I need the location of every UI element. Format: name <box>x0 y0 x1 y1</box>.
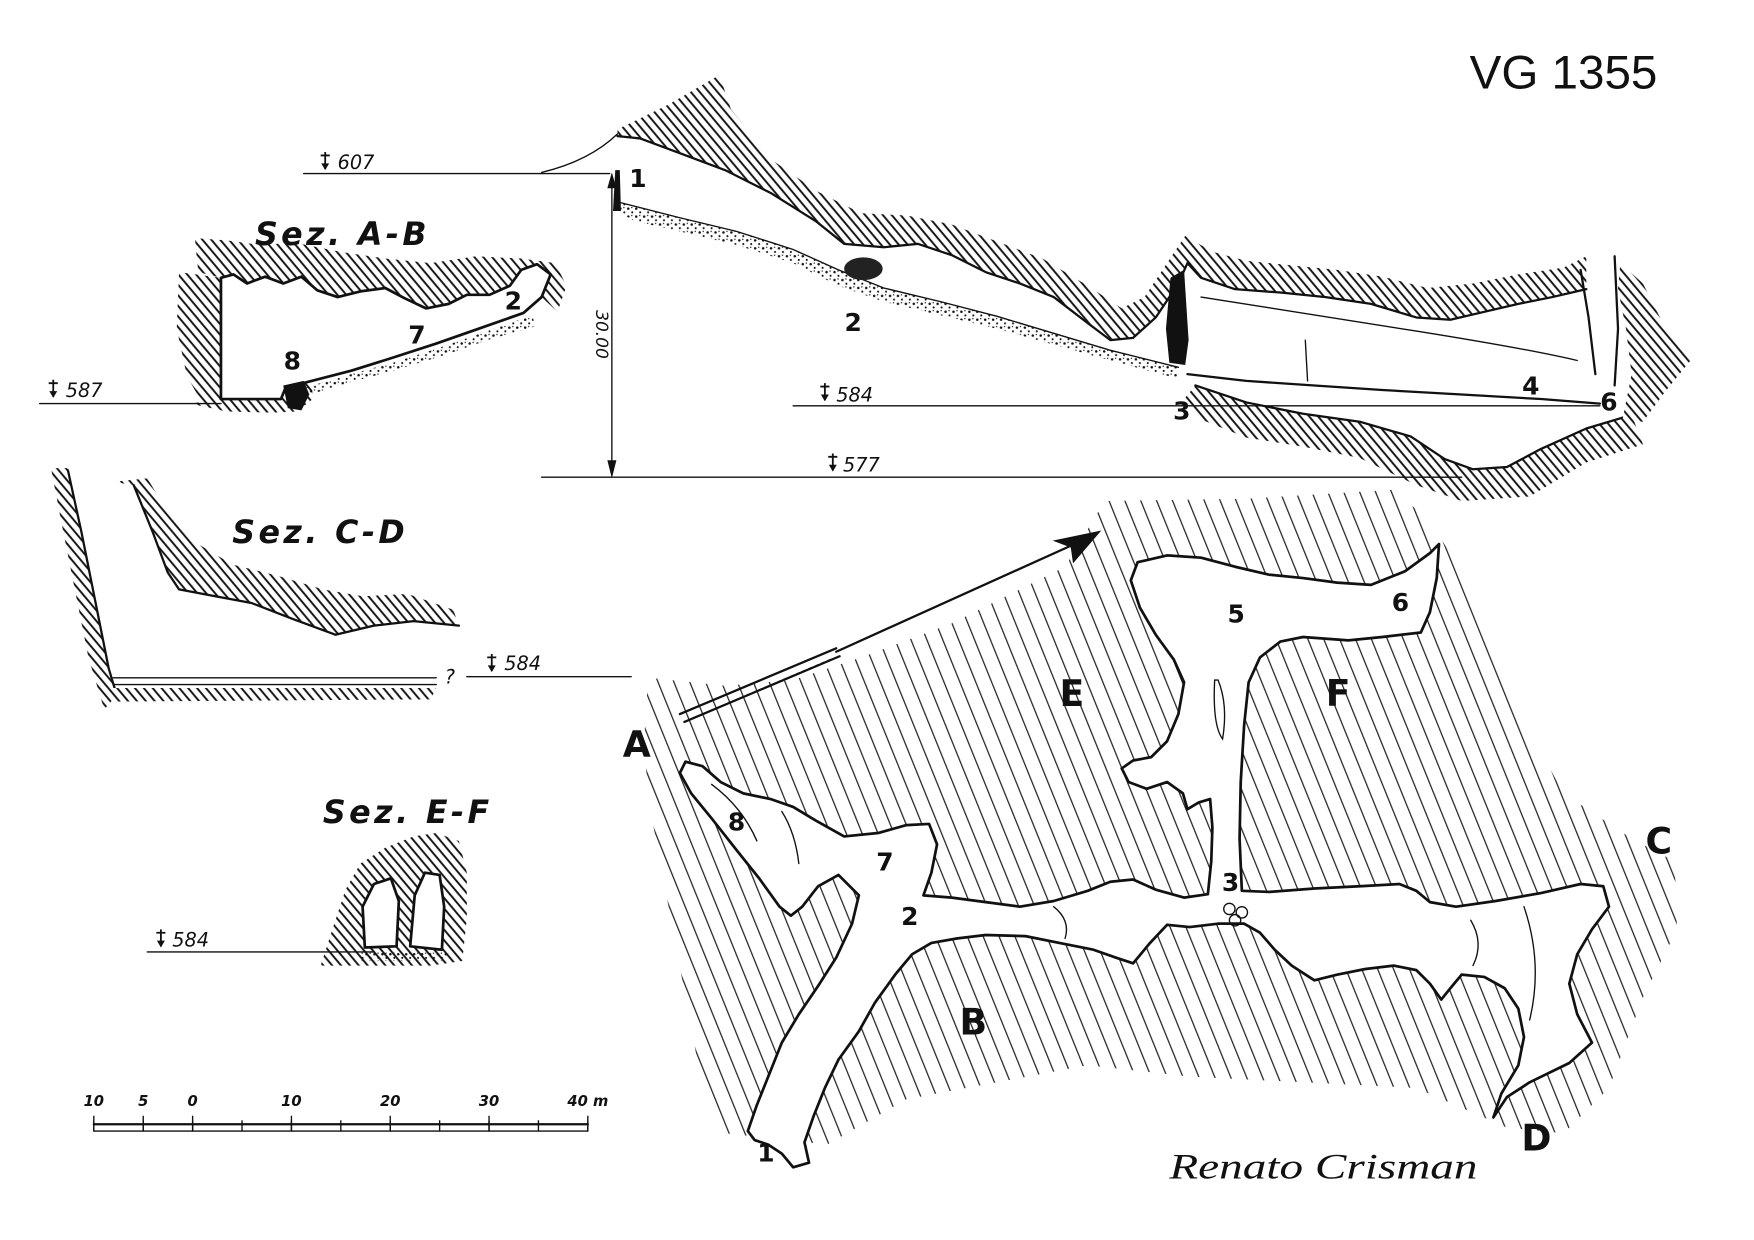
scale-tick-label: 5 <box>138 1093 148 1110</box>
entrance-shaft <box>612 170 621 211</box>
chimney-wall <box>1579 268 1597 376</box>
section-point-f: F <box>1326 672 1351 715</box>
elevation-mark-icon <box>819 382 831 403</box>
scale-tick-label: 0 <box>187 1093 197 1110</box>
plan-cave-outline <box>678 542 1611 1169</box>
section-ef-title: Sez. E-F <box>323 795 493 831</box>
bottom-level-label: 577 <box>843 454 880 477</box>
section-cd: ? 584 Sez. C-D <box>50 468 632 710</box>
section-ab-level-label: 587 <box>66 379 103 402</box>
plan-view: A B C D E F 1 2 3 5 6 7 8 <box>623 489 1677 1169</box>
arrow-up-icon <box>607 172 617 189</box>
floor-contour <box>1470 919 1479 967</box>
passage-floor-line <box>1186 372 1602 405</box>
boulder <box>283 380 310 411</box>
plan-rock-hatching <box>643 489 1677 1145</box>
section-point-b: B <box>959 1001 987 1044</box>
station-label: 8 <box>284 347 301 376</box>
debris-slope <box>617 201 1179 379</box>
elevation-mark-icon <box>319 151 331 172</box>
section-cd-rock-hatching <box>50 468 118 710</box>
ceiling-rock-hatching <box>617 74 1587 341</box>
station-label: 2 <box>845 308 862 337</box>
station-label: 6 <box>1600 387 1617 416</box>
station-label: 1 <box>629 164 646 193</box>
elevation-mark-icon <box>47 378 59 399</box>
elevation-mark-icon <box>155 928 167 949</box>
station-label: 6 <box>1392 588 1409 617</box>
section-point-e: E <box>1060 672 1085 715</box>
section-cd-wall <box>66 469 117 693</box>
entrance-level-label: 607 <box>338 151 375 174</box>
arrow-down-icon <box>607 460 617 479</box>
section-ab-outline <box>219 262 553 401</box>
section-ab-rock-hatching <box>190 380 313 413</box>
station-label: 2 <box>901 902 918 931</box>
surface-line <box>540 133 619 174</box>
floor-rock-hatching <box>1184 385 1643 502</box>
water-level-label: 584 <box>836 383 873 406</box>
floor-line <box>616 201 1180 369</box>
section-ef-debris <box>360 951 449 962</box>
floor-contour <box>710 783 758 842</box>
section-cd-title: Sez. C-D <box>232 515 408 551</box>
section-ef-opening <box>361 876 401 949</box>
north-arrow-icon <box>678 530 1102 724</box>
section-ab-rock-hatching <box>194 238 567 312</box>
station-label: 7 <box>876 847 893 876</box>
section-point-d: D <box>1521 1116 1551 1159</box>
ceiling-line <box>616 135 1588 342</box>
depth-label: 30.00 <box>591 310 611 359</box>
inner-wall-line <box>1304 339 1309 382</box>
author-signature: Renato Crisman <box>1168 1147 1477 1187</box>
section-ab-debris <box>296 315 535 396</box>
section-point-a: A <box>623 723 651 766</box>
station-label: 1 <box>757 1139 774 1168</box>
floor-contour <box>1523 905 1536 1021</box>
section-ef-opening <box>408 871 446 952</box>
floor-contour <box>1053 905 1068 940</box>
scale-tick-label: 20 <box>380 1093 400 1110</box>
scale-tick-label: 40 m <box>566 1093 608 1110</box>
section-cd-level-label: 584 <box>504 652 541 675</box>
scale-tick-label: 30 <box>479 1093 499 1110</box>
section-point-c: C <box>1646 819 1673 862</box>
pool-outline <box>1194 384 1633 471</box>
survey-code: VG 1355 <box>1470 47 1658 100</box>
section-ab-rock-hatching <box>176 272 221 406</box>
station-label: 2 <box>505 287 522 316</box>
scale-tick-label: 10 <box>281 1093 301 1110</box>
station-label: 7 <box>408 321 425 350</box>
scale-bar: 10 5 0 10 20 30 40 m <box>84 1093 608 1132</box>
station-label: 3 <box>1173 396 1190 425</box>
station-label: 8 <box>728 808 745 837</box>
section-cd-ceiling <box>132 484 461 636</box>
knot-icon <box>1223 902 1249 927</box>
station-label: 3 <box>1222 868 1239 897</box>
elevation-mark-icon <box>827 452 839 473</box>
station-label: 5 <box>1228 599 1245 628</box>
chimney-wall <box>1613 255 1620 387</box>
chimney-rock-hatching <box>1618 263 1691 422</box>
elevation-mark-icon <box>486 653 498 674</box>
floor-contour <box>781 810 800 865</box>
section-cd-rock-hatching <box>113 687 437 702</box>
section-ef: 584 Sez. E-F <box>146 795 493 966</box>
section-cd-rock-hatching <box>113 478 459 635</box>
section-ab: 587 Sez. A-B 2 7 8 <box>38 217 567 413</box>
station-label: 4 <box>1522 372 1539 401</box>
stalagmite-pillar <box>1165 269 1189 366</box>
boulder <box>844 257 883 281</box>
inner-wall-line <box>1200 296 1578 362</box>
longitudinal-profile: 30.00 607 584 577 1 2 3 4 6 <box>302 74 1691 502</box>
scale-tick-label: 10 <box>84 1093 104 1110</box>
unknown-extent-mark: ? <box>445 665 455 688</box>
floor-contour <box>1213 679 1226 741</box>
section-ab-title: Sez. A-B <box>255 217 430 253</box>
section-ef-level-label: 584 <box>172 928 209 951</box>
